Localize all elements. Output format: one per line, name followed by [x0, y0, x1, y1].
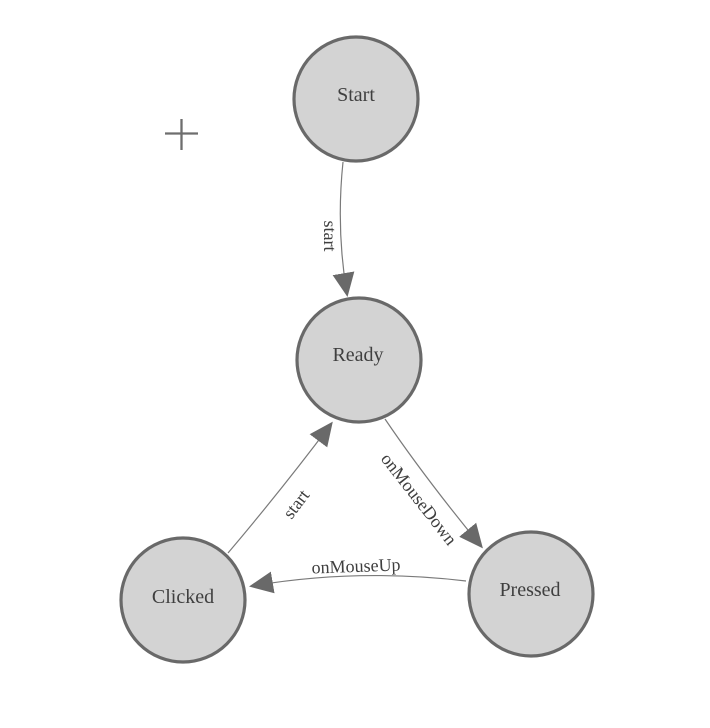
state-circle[interactable] — [295, 296, 423, 424]
state-node-start[interactable]: Start — [292, 35, 420, 163]
state-label: Pressed — [499, 579, 560, 601]
transition-line[interactable] — [249, 571, 467, 594]
state-circle[interactable] — [467, 530, 595, 658]
transition-label: onMouseUp — [311, 554, 401, 577]
transition-clicked-to-ready[interactable]: start — [227, 421, 333, 554]
state-label: Start — [337, 84, 375, 106]
transition-label: start — [320, 221, 340, 252]
state-label: Ready — [332, 344, 383, 366]
transition-label: start — [279, 486, 314, 523]
state-node-pressed[interactable]: Pressed — [467, 530, 595, 658]
state-label: Clicked — [152, 586, 214, 608]
transition-ready-to-pressed[interactable]: onMouseDown — [377, 418, 483, 549]
state-circle[interactable] — [292, 35, 420, 163]
transition-label: onMouseDown — [377, 449, 461, 549]
transition-pressed-to-clicked[interactable]: onMouseUp — [249, 554, 467, 594]
transition-line[interactable] — [227, 421, 333, 554]
state-node-ready[interactable]: Ready — [295, 296, 423, 424]
state-node-clicked[interactable]: Clicked — [119, 536, 247, 664]
state-circle[interactable] — [119, 536, 247, 664]
transition-line[interactable] — [332, 161, 355, 297]
transition-start-to-ready[interactable]: start — [320, 161, 355, 297]
transition-line[interactable] — [384, 418, 483, 549]
crosshair-cursor-icon — [165, 119, 198, 150]
